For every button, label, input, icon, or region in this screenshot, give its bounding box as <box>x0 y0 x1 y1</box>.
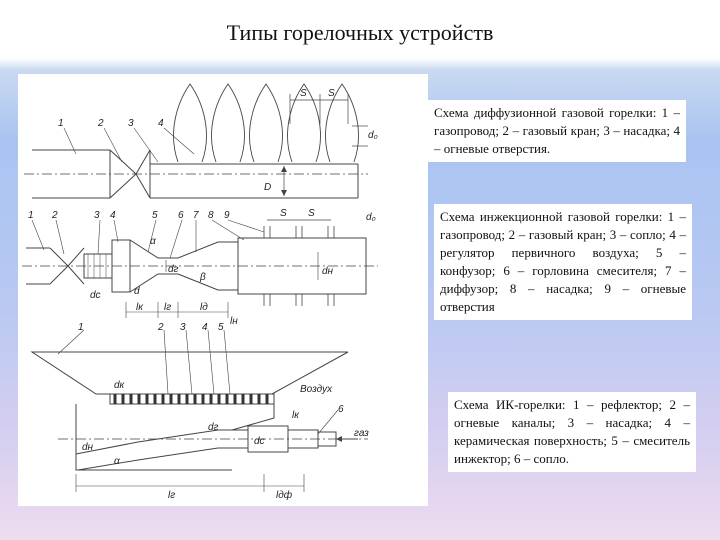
d3-label-dc: dс <box>254 436 265 447</box>
burner-diagrams: 1 2 3 4 S S d₀ D <box>18 74 428 506</box>
d1-label-s2: S <box>328 88 335 99</box>
caption-injection-burner: Схема инжекционной газовой горелки: 1 – … <box>434 204 692 320</box>
d2-label-4: 4 <box>110 210 116 221</box>
d3-label-dk: dк <box>114 380 126 391</box>
d2-label-6: 6 <box>178 210 184 221</box>
d3-label-6: 6 <box>338 404 344 415</box>
injection-burner-diagram: 1 2 3 4 5 6 7 8 9 S S d₀ α β dг dн dс d … <box>22 208 378 327</box>
d3-label-4: 4 <box>202 322 208 333</box>
d3-label-2: 2 <box>157 322 164 333</box>
d2-label-3: 3 <box>94 210 100 221</box>
page-title: Типы горелочных устройств <box>226 20 494 45</box>
d2-label-8: 8 <box>208 210 214 221</box>
d2-label-lg: lг <box>164 302 171 313</box>
d3-label-5: 5 <box>218 322 224 333</box>
d3-label-ldf: lдф <box>276 489 293 501</box>
d2-label-dg: dг <box>168 264 179 275</box>
d2-label-2: 2 <box>51 210 58 221</box>
d2-label-alpha: α <box>150 236 156 247</box>
d3-label-dg: dг <box>208 422 219 433</box>
d3-label-1: 1 <box>78 322 84 333</box>
d3-label-lk: lк <box>292 410 300 421</box>
d3-label-lg: lг <box>168 490 175 501</box>
d1-label-3: 3 <box>128 118 134 129</box>
caption-diffusion-burner: Схема диффузионной газовой горелки: 1 – … <box>428 100 686 162</box>
infrared-burner-diagram: 1 2 3 4 5 6 Воздух dк lк dг dс dн α газ … <box>30 322 369 501</box>
d2-label-beta: β <box>199 272 206 283</box>
d3-label-vozduh: Воздух <box>300 384 333 395</box>
d1-label-1: 1 <box>58 118 64 129</box>
d2-label-d: d <box>134 286 140 297</box>
d3-label-3: 3 <box>180 322 186 333</box>
d2-label-s1: S <box>280 208 287 219</box>
d1-label-4: 4 <box>158 118 164 129</box>
d2-label-dn: dн <box>322 266 334 277</box>
d1-label-D: D <box>264 182 271 193</box>
d2-label-lk: lк <box>136 302 144 313</box>
d2-label-1: 1 <box>28 210 34 221</box>
d2-label-ln: lн <box>230 316 238 327</box>
d2-label-dc: dс <box>90 290 101 301</box>
d2-label-9: 9 <box>224 210 230 221</box>
caption-infrared-burner: Схема ИК-горелки: 1 – рефлектор; 2 – огн… <box>448 392 696 472</box>
d2-label-7: 7 <box>193 210 199 221</box>
d1-label-2: 2 <box>97 118 104 129</box>
d3-label-gaz: газ <box>354 428 369 439</box>
d1-label-d0: d₀ <box>368 130 378 141</box>
d1-label-s1: S <box>300 88 307 99</box>
d2-label-5: 5 <box>152 210 158 221</box>
d2-label-ld: lд <box>200 302 208 313</box>
diffusion-burner-diagram: 1 2 3 4 S S d₀ D <box>24 83 378 199</box>
d3-label-dn: dн <box>82 442 94 453</box>
d2-label-s2: S <box>308 208 315 219</box>
d2-label-d0: d₀ <box>366 212 376 223</box>
d3-label-alpha: α <box>114 456 120 467</box>
